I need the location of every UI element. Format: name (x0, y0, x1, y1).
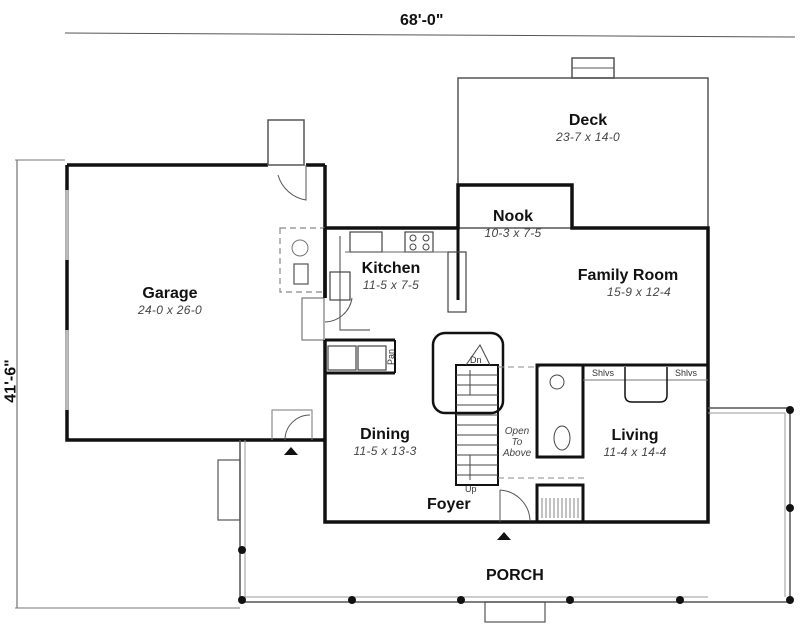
open-to-above-note: Open To Above (500, 426, 534, 459)
note-line: Open (504, 426, 530, 437)
stairs-up-label: Up (465, 484, 477, 494)
room-name: Nook (493, 208, 533, 225)
room-name: Garage (142, 285, 198, 302)
room-size: 11-5 x 7-5 (362, 278, 420, 292)
pantry-label: Pan (386, 348, 397, 366)
room-living: Living 11-4 x 14-4 (600, 427, 670, 459)
room-size: 23-7 x 14-0 (555, 130, 620, 144)
overall-depth-dimension: 41'-6" (2, 359, 20, 403)
room-size: 11-5 x 13-3 (353, 444, 417, 458)
room-family-room: Family Room 15-9 x 12-4 (568, 267, 688, 299)
room-nook: Nook 10-3 x 7-5 (478, 208, 548, 240)
note-line: Above (502, 448, 532, 459)
overall-width-dimension: 68'-0" (400, 12, 444, 29)
note-line: To (511, 437, 523, 448)
room-name: Living (611, 427, 659, 444)
room-name: Family Room (577, 267, 679, 284)
room-dining: Dining 11-5 x 13-3 (350, 426, 420, 458)
room-name: Deck (568, 112, 608, 129)
shelves-right-label: Shlvs (675, 368, 698, 378)
room-porch: PORCH (486, 567, 544, 584)
room-name: Kitchen (361, 260, 421, 277)
room-kitchen: Kitchen 11-5 x 7-5 (355, 260, 427, 292)
room-deck: Deck 23-7 x 14-0 (548, 112, 628, 144)
room-size: 11-4 x 14-4 (603, 445, 667, 459)
room-size: 10-3 x 7-5 (484, 226, 542, 240)
room-foyer: Foyer (427, 496, 471, 513)
room-size: 15-9 x 12-4 (606, 285, 671, 299)
room-garage: Garage 24-0 x 26-0 (125, 285, 215, 317)
shelves-left-label: Shlvs (592, 368, 615, 378)
room-name: Dining (360, 426, 410, 443)
stairs-down-label: Dn (470, 355, 482, 365)
room-size: 24-0 x 26-0 (137, 303, 202, 317)
